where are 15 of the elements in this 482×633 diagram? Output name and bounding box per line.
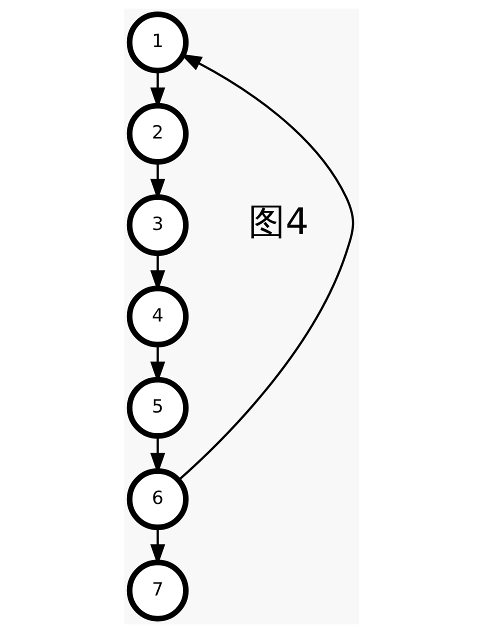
node-circle: 2 xyxy=(126,102,188,165)
arrow xyxy=(150,528,165,566)
arrow xyxy=(150,344,165,383)
arrow xyxy=(150,162,165,200)
node-circle: 6 xyxy=(126,468,188,530)
node-circle: 3 xyxy=(126,194,188,256)
arrow xyxy=(177,54,354,482)
node-circle: 1 xyxy=(126,12,188,74)
node-circle: 7 xyxy=(126,560,188,622)
arrow xyxy=(150,70,165,109)
label: 图4 xyxy=(248,200,308,243)
node-circle: 4 xyxy=(126,286,188,348)
node-circle: 5 xyxy=(126,376,188,439)
arrow xyxy=(150,436,165,474)
arrow xyxy=(150,254,165,292)
